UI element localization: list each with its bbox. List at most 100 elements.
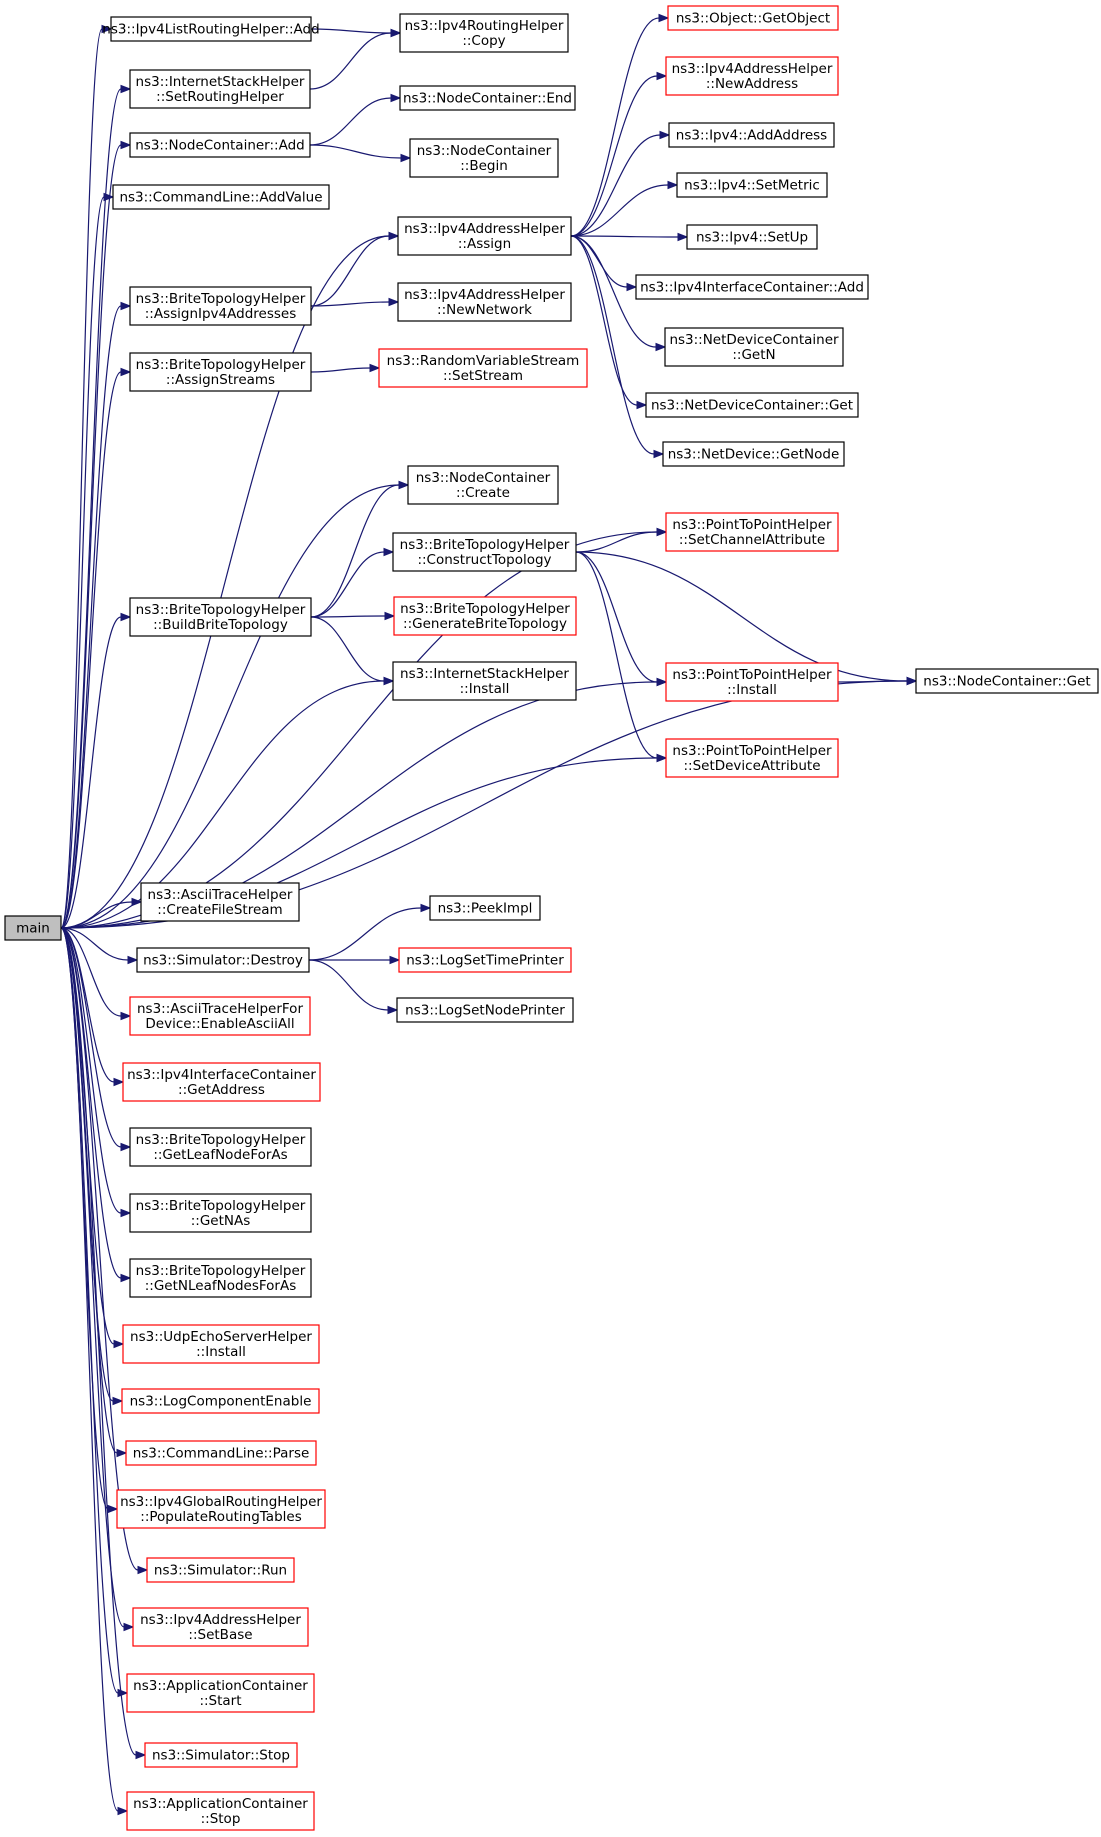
node-box — [665, 56, 839, 96]
node-internetstack-install[interactable]: ns3::InternetStackHelper::Install — [392, 661, 577, 701]
node-object-getobject[interactable]: ns3::Object::GetObject — [667, 5, 839, 31]
node-ipv4listrouting-add[interactable]: ns3::Ipv4ListRoutingHelper::Add — [102, 16, 320, 42]
node-brite-getnas[interactable]: ns3::BriteTopologyHelper::GetNAs — [129, 1193, 312, 1233]
node-label: ::PopulateRoutingTables — [140, 1509, 301, 1525]
node-label: ns3::ApplicationContainer — [133, 1678, 308, 1694]
edge-ipv4addresshelper-assign-to-object-getobject — [570, 17, 660, 237]
node-ipv4-setup[interactable]: ns3::Ipv4::SetUp — [686, 224, 818, 250]
edge-main-to-asciitracehelper-createfilestream — [60, 901, 133, 929]
arrowhead — [120, 1142, 132, 1152]
node-p2p-install[interactable]: ns3::PointToPointHelper::Install — [665, 662, 839, 702]
node-label: ns3::NetDeviceContainer — [669, 332, 839, 348]
node-box — [116, 1489, 326, 1529]
node-label: ::Install — [460, 681, 510, 697]
node-applicationcontainer-start[interactable]: ns3::ApplicationContainer::Start — [126, 1673, 315, 1713]
node-internetstack-setrouting[interactable]: ns3::InternetStackHelper::SetRoutingHelp… — [129, 69, 311, 109]
node-nodecontainer-get[interactable]: ns3::NodeContainer::Get — [915, 668, 1099, 694]
node-logsettimeprinter[interactable]: ns3::LogSetTimePrinter — [398, 947, 572, 973]
node-ipv4addresshelper-newnetwork[interactable]: ns3::Ipv4AddressHelper::NewNetwork — [397, 282, 572, 322]
node-ipv4routing-copy[interactable]: ns3::Ipv4RoutingHelper::Copy — [399, 13, 569, 53]
edge-internetstack-setrouting-to-ipv4routing-copy — [309, 32, 392, 90]
node-nodecontainer-create[interactable]: ns3::NodeContainer::Create — [407, 465, 559, 505]
node-label: ns3::NetDevice::GetNode — [668, 447, 840, 463]
arrowhead — [103, 192, 115, 202]
node-ipv4interfacecontainer-getaddress[interactable]: ns3::Ipv4InterfaceContainer::GetAddress — [122, 1062, 321, 1102]
node-ipv4addresshelper-setbase[interactable]: ns3::Ipv4AddressHelper::SetBase — [132, 1607, 309, 1647]
node-simulator-run[interactable]: ns3::Simulator::Run — [146, 1557, 295, 1583]
node-randomvariablestream-setstream[interactable]: ns3::RandomVariableStream::SetStream — [378, 348, 588, 388]
node-box — [668, 122, 835, 148]
arrowhead — [131, 897, 143, 907]
arrowhead — [113, 1339, 125, 1349]
node-simulator-stop[interactable]: ns3::Simulator::Stop — [144, 1742, 298, 1768]
node-ipv4addresshelper-assign[interactable]: ns3::Ipv4AddressHelper::Assign — [397, 216, 572, 256]
node-ipv4interfacecontainer-add[interactable]: ns3::Ipv4InterfaceContainer::Add — [635, 274, 869, 300]
node-ipv4-setmetric[interactable]: ns3::Ipv4::SetMetric — [676, 172, 828, 198]
node-p2p-setchannelattribute[interactable]: ns3::PointToPointHelper::SetChannelAttri… — [665, 512, 839, 552]
edge-main-to-brite-buildbritetopology — [60, 616, 122, 929]
node-brite-constructtopology[interactable]: ns3::BriteTopologyHelper::ConstructTopol… — [392, 532, 577, 572]
node-label: ::AssignIpv4Addresses — [145, 306, 297, 322]
edge-main-to-ipv4addresshelper-setbase — [60, 927, 125, 1628]
node-nodecontainer-begin[interactable]: ns3::NodeContainer::Begin — [409, 138, 559, 178]
node-label: ::NewAddress — [706, 76, 798, 92]
node-label: ::SetDeviceAttribute — [683, 758, 820, 774]
node-brite-buildbritetopology[interactable]: ns3::BriteTopologyHelper::BuildBriteTopo… — [129, 597, 312, 637]
edge-main-to-internetstack-setrouting — [60, 88, 122, 929]
edge-main-to-simulator-run — [60, 927, 139, 1571]
node-label: ::Copy — [462, 33, 505, 49]
arrowhead — [656, 71, 668, 81]
arrowhead — [120, 84, 132, 94]
node-applicationcontainer-stop[interactable]: ns3::ApplicationContainer::Stop — [126, 1791, 315, 1831]
node-asciitracehelperfordevice-enableasciiall[interactable]: ns3::AsciiTraceHelperForDevice::EnableAs… — [129, 996, 311, 1036]
node-commandline-parse[interactable]: ns3::CommandLine::Parse — [125, 1440, 317, 1466]
node-peekimpl[interactable]: ns3::PeekImpl — [429, 895, 541, 921]
node-ipv4globalrouting-populate[interactable]: ns3::Ipv4GlobalRoutingHelper::PopulateRo… — [116, 1489, 326, 1529]
node-box — [129, 597, 312, 637]
node-asciitracehelper-createfilestream[interactable]: ns3::AsciiTraceHelper::CreateFileStream — [140, 882, 300, 922]
node-brite-assignstreams[interactable]: ns3::BriteTopologyHelper::AssignStreams — [129, 352, 312, 392]
node-label: ::Create — [456, 485, 510, 501]
node-netdevice-getnode[interactable]: ns3::NetDevice::GetNode — [662, 441, 845, 467]
node-brite-getleafnodeforas[interactable]: ns3::BriteTopologyHelper::GetLeafNodeFor… — [129, 1127, 312, 1167]
node-box — [144, 1742, 298, 1768]
node-box — [397, 282, 572, 322]
node-label: ns3::Ipv4::SetUp — [696, 230, 808, 246]
node-logsetnodeprinter[interactable]: ns3::LogSetNodePrinter — [396, 997, 574, 1023]
node-box — [645, 392, 859, 418]
node-label: ns3::NodeContainer::End — [403, 91, 572, 107]
node-logcomponentenable[interactable]: ns3::LogComponentEnable — [121, 1388, 320, 1414]
node-label: ns3::AsciiTraceHelperFor — [137, 1001, 303, 1017]
node-box — [129, 352, 312, 392]
node-brite-getnleafnodesforas[interactable]: ns3::BriteTopologyHelper::GetNLeafNodesF… — [129, 1258, 312, 1298]
node-main[interactable]: main — [4, 915, 62, 941]
node-p2p-setdeviceattribute[interactable]: ns3::PointToPointHelper::SetDeviceAttrib… — [665, 738, 839, 778]
node-netdevicecontainer-getn[interactable]: ns3::NetDeviceContainer::GetN — [664, 327, 844, 367]
node-netdevicecontainer-get[interactable]: ns3::NetDeviceContainer::Get — [645, 392, 859, 418]
node-label: ns3::Ipv4RoutingHelper — [405, 18, 564, 34]
node-simulator-destroy[interactable]: ns3::Simulator::Destroy — [136, 947, 310, 973]
node-nodecontainer-add[interactable]: ns3::NodeContainer::Add — [129, 132, 311, 158]
node-label: Device::EnableAsciiAll — [145, 1016, 294, 1032]
arrowhead — [656, 527, 668, 537]
arrowhead — [101, 24, 113, 34]
edge-brite-assignipv4-to-ipv4addresshelper-newnetwork — [310, 301, 390, 307]
node-label: ns3::CommandLine::AddValue — [119, 190, 322, 206]
node-udpechoserverhelper-install[interactable]: ns3::UdpEchoServerHelper::Install — [122, 1324, 320, 1364]
node-label: ns3::CommandLine::Parse — [133, 1446, 310, 1462]
node-ipv4addresshelper-newaddress[interactable]: ns3::Ipv4AddressHelper::NewAddress — [665, 56, 839, 96]
edge-ipv4addresshelper-assign-to-ipv4addresshelper-newaddress — [570, 75, 658, 237]
node-label: ns3::Ipv4::SetMetric — [684, 178, 820, 194]
node-label: ns3::Ipv4GlobalRoutingHelper — [120, 1494, 322, 1510]
node-ipv4-addaddress[interactable]: ns3::Ipv4::AddAddress — [668, 122, 835, 148]
node-label: ns3::Ipv4::AddAddress — [676, 128, 827, 144]
node-brite-assignipv4[interactable]: ns3::BriteTopologyHelper::AssignIpv4Addr… — [129, 286, 312, 326]
node-box — [129, 1127, 312, 1167]
node-commandline-addvalue[interactable]: ns3::CommandLine::AddValue — [112, 184, 330, 210]
node-brite-generatebritetopology[interactable]: ns3::BriteTopologyHelper::GenerateBriteT… — [393, 596, 577, 636]
node-label: ns3::PointToPointHelper — [672, 517, 832, 533]
node-nodecontainer-end[interactable]: ns3::NodeContainer::End — [399, 85, 576, 111]
node-label: ::GetAddress — [178, 1082, 265, 1098]
arrowhead — [389, 955, 401, 965]
node-label: ns3::UdpEchoServerHelper — [130, 1329, 312, 1345]
